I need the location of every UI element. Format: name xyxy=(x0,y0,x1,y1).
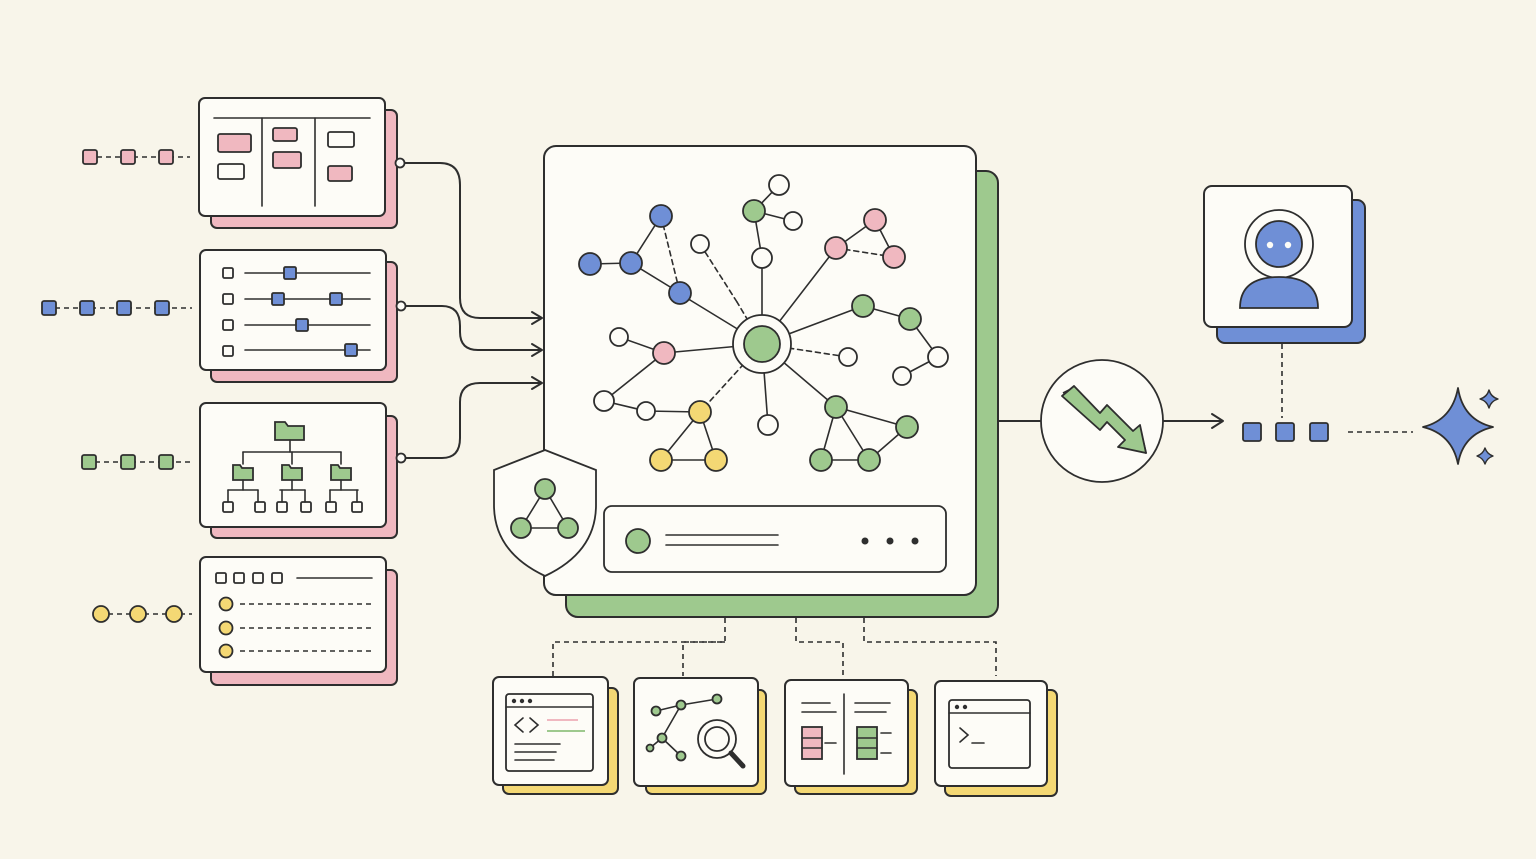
sliders-panel-card xyxy=(199,249,398,383)
knowledge-graph-icon xyxy=(578,174,949,472)
terminal-card xyxy=(934,680,1058,797)
output-token-stream xyxy=(1242,422,1413,442)
input-connectors xyxy=(394,157,543,464)
code-editor-card xyxy=(492,676,619,795)
output-flow xyxy=(998,359,1413,483)
sliders-icon xyxy=(222,266,371,357)
green-token-stream xyxy=(81,454,192,470)
central-knowledge-panel xyxy=(543,145,999,618)
robot-avatar-icon xyxy=(1239,209,1319,309)
folder-tree-card xyxy=(199,402,398,539)
kanban-board-card xyxy=(198,97,398,229)
terminal-icon xyxy=(948,699,1031,769)
checklist-card xyxy=(199,556,398,686)
tool-connectors xyxy=(552,618,997,676)
graph-search-icon xyxy=(645,693,746,769)
compare-icon xyxy=(801,693,892,775)
kanban-icon xyxy=(213,117,371,207)
blue-token-stream xyxy=(41,300,192,316)
shield-graph-icon xyxy=(493,449,597,577)
compare-columns-card xyxy=(784,679,918,795)
status-bar-icon xyxy=(603,505,947,573)
graph-search-card xyxy=(633,677,767,795)
folder-tree-icon xyxy=(222,421,363,513)
checklist-icon xyxy=(215,572,373,659)
agent-card xyxy=(1203,185,1366,344)
pink-token-stream xyxy=(82,149,190,165)
yellow-token-stream xyxy=(92,605,192,623)
code-window-icon xyxy=(505,693,594,772)
trend-down-icon xyxy=(1040,359,1164,483)
sparkle-icon xyxy=(1422,387,1499,465)
hub-node xyxy=(743,325,781,363)
